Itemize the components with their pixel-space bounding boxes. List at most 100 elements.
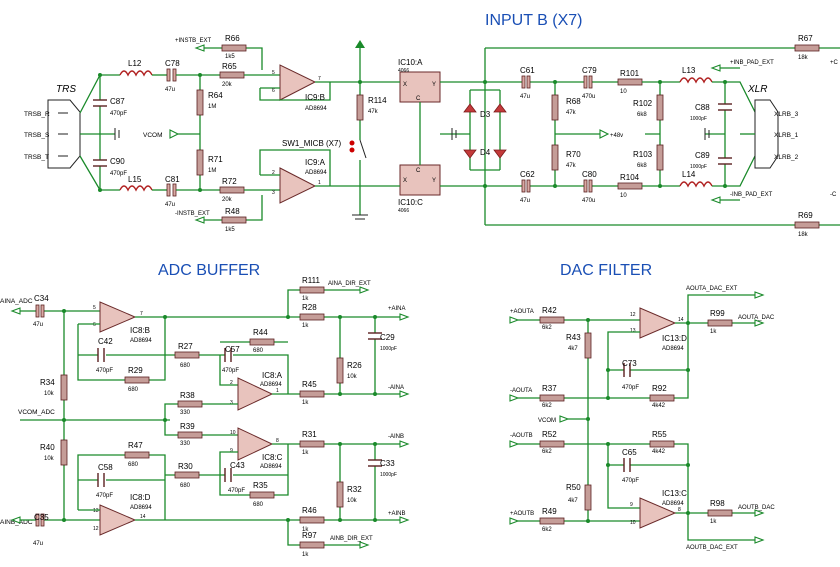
svg-text:1: 1 bbox=[318, 180, 321, 186]
r47-label: R47 bbox=[128, 441, 143, 450]
xlrb-3-label: XLRB_3 bbox=[774, 111, 799, 118]
r50-value: 4k7 bbox=[568, 498, 578, 504]
r35-label: R35 bbox=[253, 481, 268, 490]
ic8d-part: AD8694 bbox=[130, 505, 152, 511]
opamp-ic8c bbox=[237, 427, 274, 461]
r104-value: 10 bbox=[620, 193, 627, 199]
r32-label: R32 bbox=[347, 485, 362, 494]
c43-value: 470pF bbox=[228, 488, 245, 494]
c73-label: C73 bbox=[622, 359, 637, 368]
ic8b-part: AD8694 bbox=[130, 338, 152, 344]
r66-value: 1k5 bbox=[225, 54, 235, 60]
r50-label: R50 bbox=[566, 483, 581, 492]
r92-value: 4k42 bbox=[652, 403, 666, 409]
ic13d-label: IC13:D bbox=[662, 334, 687, 343]
title-dac-filter: DAC FILTER bbox=[560, 262, 652, 279]
svg-text:8: 8 bbox=[678, 507, 681, 513]
r37-label: R37 bbox=[542, 384, 557, 393]
ic13c-label: IC13:C bbox=[662, 489, 687, 498]
pinb-pad-ext-label: +INB_PAD_EXT bbox=[730, 60, 774, 66]
c80-label: C80 bbox=[582, 170, 597, 179]
r39-label: R39 bbox=[180, 422, 195, 431]
xlr-label: XLR bbox=[747, 84, 767, 95]
c81-label: C81 bbox=[165, 175, 180, 184]
c65-value: 470pF bbox=[622, 478, 639, 484]
c78-label: C78 bbox=[165, 59, 180, 68]
ic13d-part: AD8694 bbox=[662, 346, 684, 352]
xlrb-1-label: XLRB_1 bbox=[774, 132, 799, 139]
ainb-dir-ext-label: AINB_DIR_EXT bbox=[330, 536, 373, 542]
svg-text:3: 3 bbox=[230, 400, 233, 406]
svg-text:14: 14 bbox=[678, 317, 684, 323]
r45-value: 1k bbox=[302, 400, 309, 406]
aouta-dac-label: AOUTA_DAC bbox=[738, 315, 775, 321]
svg-text:12: 12 bbox=[93, 526, 99, 532]
svg-text:Y: Y bbox=[432, 178, 436, 184]
c78-value: 47u bbox=[165, 87, 175, 93]
r64-label: R64 bbox=[208, 91, 223, 100]
r72-value: 20k bbox=[222, 197, 233, 203]
ainb-adc-label: AINB_ADC bbox=[0, 519, 33, 526]
p-aina-label: +AINA bbox=[388, 306, 406, 312]
r65-value: 20k bbox=[222, 82, 233, 88]
r45-label: R45 bbox=[302, 380, 317, 389]
ic10c-label: IC10:C bbox=[398, 198, 423, 207]
p-ainb-label: +AINB bbox=[388, 511, 406, 517]
pinstb-ext-label: +INSTB_EXT bbox=[175, 38, 212, 44]
ic8d-label: IC8:D bbox=[130, 493, 151, 502]
r70-label: R70 bbox=[566, 150, 581, 159]
ic10a-label: IC10:A bbox=[398, 58, 423, 67]
r55-label: R55 bbox=[652, 430, 667, 439]
r39-value: 330 bbox=[180, 441, 191, 447]
n-aina-label: -AINA bbox=[388, 385, 404, 391]
r48-value: 1k5 bbox=[225, 227, 235, 233]
r68-label: R68 bbox=[566, 97, 581, 106]
r26-value: 10k bbox=[347, 374, 358, 380]
r99-label: R99 bbox=[710, 309, 725, 318]
d4-label: D4 bbox=[480, 148, 491, 157]
ic8b-label: IC8:B bbox=[130, 326, 150, 335]
naouta-label: -AOUTA bbox=[510, 388, 532, 394]
r28-value: 1k bbox=[302, 323, 309, 329]
c33-label: C33 bbox=[380, 459, 395, 468]
ic8c-part: AD8694 bbox=[260, 464, 282, 470]
switch-ic10c bbox=[399, 164, 441, 196]
c35-value: 47u bbox=[33, 541, 43, 547]
svg-text:5: 5 bbox=[272, 70, 275, 76]
r44-label: R44 bbox=[253, 328, 268, 337]
r37-value: 6k2 bbox=[542, 403, 552, 409]
r44-value: 680 bbox=[253, 348, 264, 354]
c61-label: C61 bbox=[520, 66, 535, 75]
c57-value: 470pF bbox=[222, 368, 239, 374]
r103-label: R103 bbox=[633, 150, 653, 159]
r103-value: 6k8 bbox=[637, 163, 647, 169]
r38-value: 330 bbox=[180, 410, 191, 416]
l14-label: L14 bbox=[682, 170, 696, 179]
inductor-l12 bbox=[119, 70, 153, 77]
r29-label: R29 bbox=[128, 366, 143, 375]
r64-value: 1M bbox=[208, 104, 216, 110]
c33-value: 1000pF bbox=[380, 472, 397, 478]
opamp-ic8d bbox=[99, 504, 137, 536]
r65-label: R65 bbox=[222, 62, 237, 71]
svg-text:5: 5 bbox=[93, 305, 96, 311]
r28-label: R28 bbox=[302, 303, 317, 312]
svg-text:X: X bbox=[403, 82, 407, 88]
opamp-ic9a bbox=[279, 167, 317, 204]
c34-label: C34 bbox=[34, 294, 49, 303]
c81-value: 47u bbox=[165, 202, 175, 208]
r55-value: 4k42 bbox=[652, 449, 666, 455]
xlr-connector bbox=[754, 99, 779, 169]
r30-label: R30 bbox=[178, 462, 193, 471]
svg-text:9: 9 bbox=[230, 448, 233, 454]
r68-value: 47k bbox=[566, 110, 577, 116]
r46-value: 1k bbox=[302, 527, 309, 533]
r35-value: 680 bbox=[253, 502, 264, 508]
p48v-label: +48v bbox=[610, 133, 623, 139]
r102-value: 6k8 bbox=[637, 112, 647, 118]
c79-label: C79 bbox=[582, 66, 597, 75]
trsb-t-label: TRSB_T bbox=[24, 154, 49, 161]
c90-value: 470pF bbox=[110, 171, 127, 177]
c89-value: 1000pF bbox=[690, 164, 707, 170]
